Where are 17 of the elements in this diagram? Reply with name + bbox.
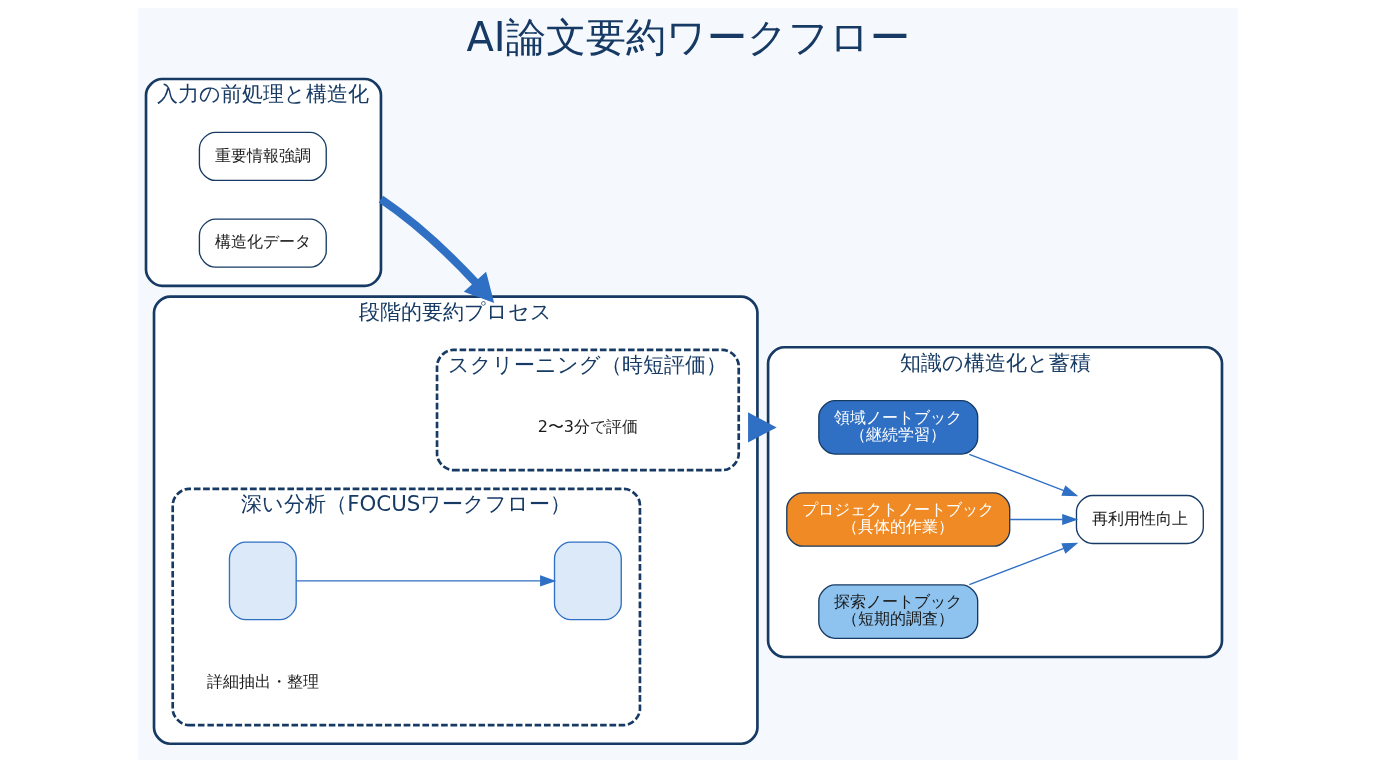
- arrow: [968, 453, 1079, 497]
- node-text: 詳細抽出・整理: [206, 671, 319, 691]
- node-box: 領域ノートブック （継続学習）: [818, 400, 979, 455]
- node-text: 2〜3分で評価: [537, 416, 639, 436]
- node-box: 構造化データ: [198, 218, 327, 268]
- node-box: [553, 541, 622, 621]
- arrow: [748, 412, 777, 443]
- node-box: 探索ノートブック （短期的調査）: [818, 584, 979, 639]
- node-box: プロジェクトノートブック （具体的作業）: [786, 492, 1011, 547]
- arrow: [378, 195, 495, 303]
- node-box: [228, 541, 297, 621]
- node-box: 重要情報強調: [198, 131, 327, 182]
- arrow: [295, 575, 557, 587]
- diagram-title: AI論文要約ワークフロー: [466, 13, 910, 60]
- node-box: 再利用性向上: [1075, 494, 1204, 545]
- arrow: [1009, 513, 1079, 526]
- arrow: [968, 542, 1079, 586]
